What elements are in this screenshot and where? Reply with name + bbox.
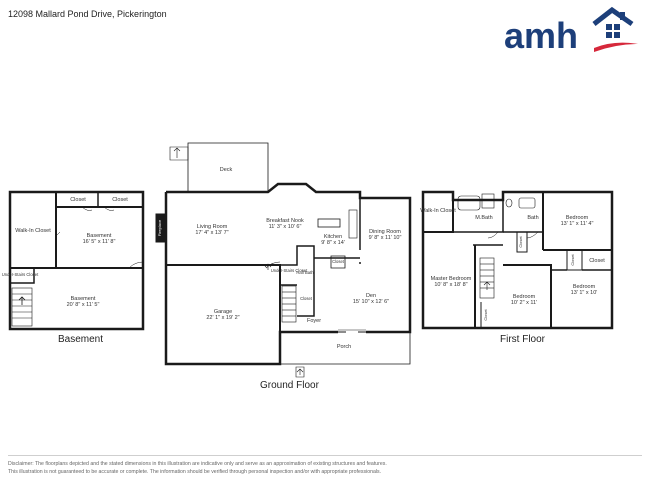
first-closet-d-label: Closet xyxy=(483,308,488,320)
fireplace-box xyxy=(155,213,167,243)
bedroom-b-name: Bedroom xyxy=(513,294,536,300)
porch-label: Porch xyxy=(337,344,351,350)
living-room-dim: 17' 4" x 13' 7" xyxy=(195,230,228,236)
basement-lower-dim: 20' 8" x 11' 5" xyxy=(67,302,100,308)
breakfast-nook-name: Breakfast Nook xyxy=(266,218,304,224)
footer-divider xyxy=(8,455,642,456)
first-stairs xyxy=(479,257,495,299)
master-bedroom-name: Master Bedroom xyxy=(431,276,472,282)
ground-stairs xyxy=(281,285,297,323)
amh-logo: amh xyxy=(504,6,638,56)
dining-room-dim: 9' 8" x 11' 10" xyxy=(369,235,402,241)
logo-roof-icon xyxy=(592,6,634,27)
basement-understairs-label: Under-Stairs Closet xyxy=(2,272,39,277)
logo-text: amh xyxy=(504,15,578,56)
mbath-label: M.Bath xyxy=(475,215,492,221)
disclaimer-line-2: This illustration is not guaranteed to b… xyxy=(8,469,382,475)
ground-main-walls xyxy=(164,182,412,366)
basement-stairs xyxy=(11,287,33,327)
room-labels: Walk-In Closet Closet Closet Basement 16… xyxy=(2,167,606,350)
ground-closet-b-label: Closet xyxy=(300,296,313,301)
ground-floor-label: Ground Floor xyxy=(260,380,319,391)
den-name: Den xyxy=(366,293,376,299)
basement-floor-label: Basement xyxy=(58,334,104,345)
logo-chimney-icon xyxy=(620,12,625,20)
disclaimer-line-1: Disclaimer: The floorplans depicted and … xyxy=(8,461,387,467)
living-room-name: Living Room xyxy=(197,224,228,230)
kitchen-island xyxy=(317,218,341,228)
dining-room-name: Dining Room xyxy=(369,229,401,235)
basement-closet-b-label: Closet xyxy=(112,197,128,203)
property-address: 12098 Mallard Pond Drive, Pickerington xyxy=(8,9,167,19)
bath-tub xyxy=(518,197,536,209)
basement-closet-a-label: Closet xyxy=(70,197,86,203)
logo-swoosh-icon xyxy=(594,42,638,52)
garage-name: Garage xyxy=(214,309,232,315)
breakfast-nook-dim: 11' 3" x 10' 6" xyxy=(269,224,302,230)
bedroom-b-dim: 10' 2" x 11' xyxy=(511,300,537,306)
master-bedroom-dim: 10' 8" x 18' 8" xyxy=(434,282,467,288)
mbath-tub xyxy=(457,195,481,211)
mbath-shower xyxy=(481,193,495,209)
bath-label: Bath xyxy=(527,215,538,221)
basement-upper-name: Basement xyxy=(87,233,112,239)
half-bath-label: Half Bath xyxy=(296,270,314,275)
deck-outline xyxy=(187,142,269,192)
ground-closet-a-label: Closet xyxy=(332,259,345,264)
basement-upper-dim: 16' 5" x 11' 8" xyxy=(83,239,116,245)
first-closet-a-label: Closet xyxy=(518,235,523,247)
kitchen-dim: 9' 8" x 14' xyxy=(321,240,345,246)
bedroom-a-name: Bedroom xyxy=(566,215,589,221)
den-dim: 15' 10" x 12' 6" xyxy=(353,299,389,305)
first-walkin-closet-label: Walk-In Closet xyxy=(420,208,456,214)
ground-plan xyxy=(155,142,412,378)
basement-plan xyxy=(8,190,145,331)
basement-lower-name: Basement xyxy=(71,296,96,302)
first-floor-label: First Floor xyxy=(500,334,545,345)
garage-dim: 22' 1" x 19' 2" xyxy=(206,315,239,321)
bedroom-a-dim: 13' 1" x 11' 4" xyxy=(561,221,594,227)
first-closet-b-label: Closet xyxy=(570,253,575,265)
basement-understairs-wall xyxy=(10,268,35,284)
fireplace-label: Fireplace xyxy=(157,219,162,236)
bedroom-c-name: Bedroom xyxy=(573,284,596,290)
first-plan xyxy=(421,190,614,330)
first-closet-c-label: Closet xyxy=(589,258,605,264)
porch-outline xyxy=(280,332,411,365)
kitchen-name: Kitchen xyxy=(324,234,342,240)
basement-outline xyxy=(8,190,145,331)
deck-label: Deck xyxy=(220,167,233,173)
bedroom-c-dim: 13' 1" x 10' xyxy=(571,290,598,296)
foyer-label: Foyer xyxy=(307,318,321,324)
ground-understairs-label: Under-Stairs Closet xyxy=(271,268,308,273)
basement-walkin-closet-label: Walk-In Closet xyxy=(15,228,51,234)
